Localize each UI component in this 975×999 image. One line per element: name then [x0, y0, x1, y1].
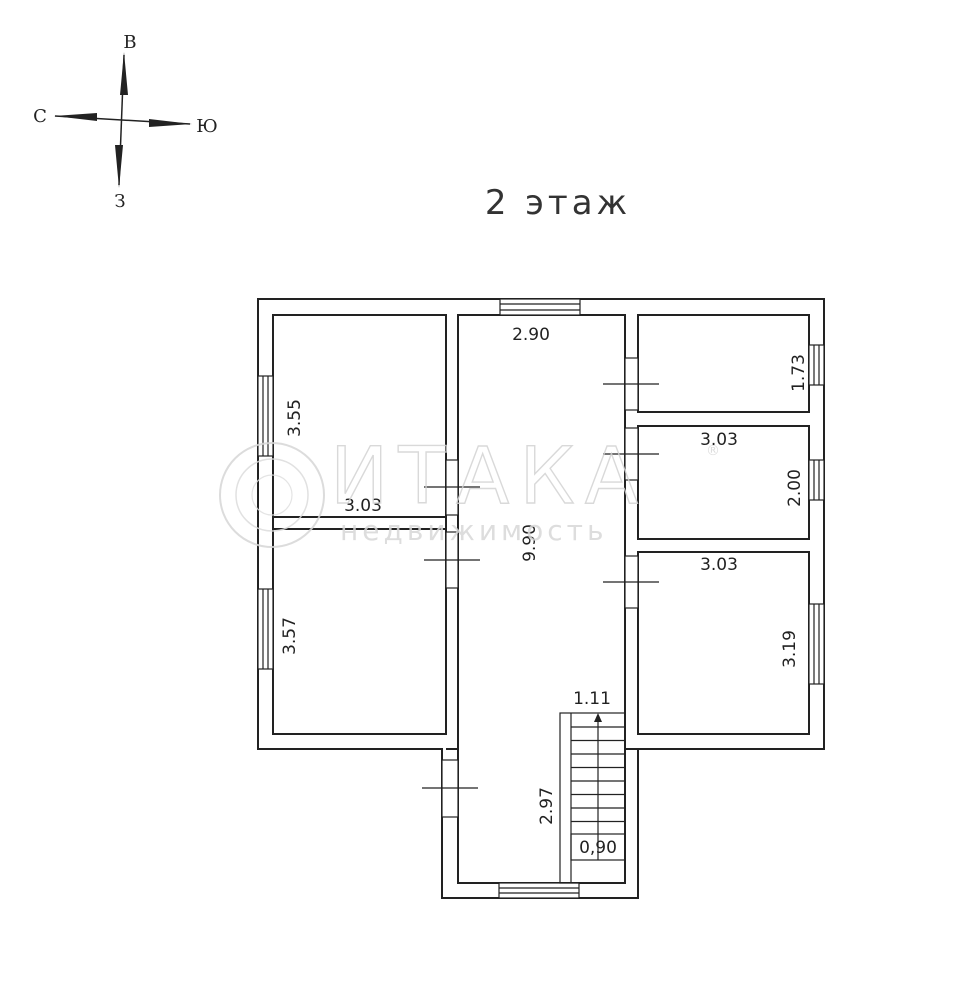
- watermark-sub: недвижимость: [340, 514, 607, 547]
- dim-room-e-width: 3.03: [700, 430, 738, 450]
- dim-room-sw-length: 3.57: [280, 617, 300, 655]
- dimension-labels: 2.90 3.55 3.03 3.57 9.90 1.73 3.03 2.00 …: [280, 325, 809, 858]
- dim-room-se-length: 3.19: [780, 630, 800, 668]
- watermark-logo-icon: [219, 442, 325, 548]
- window-west-1: [257, 375, 274, 457]
- compass-rose: В С Ю З: [33, 32, 218, 212]
- window-west-2: [257, 588, 274, 670]
- dim-room-ne-length: 1.73: [789, 354, 809, 392]
- watermark-registered: ®: [706, 443, 720, 459]
- dim-hall-length: 9.90: [520, 524, 540, 562]
- west-arrow-icon: [54, 113, 97, 121]
- dim-stair-landing: 0,90: [579, 838, 617, 858]
- watermark-brand: ИТАКА: [330, 432, 648, 522]
- windows: [257, 298, 825, 899]
- north-arrow-icon: [120, 52, 128, 95]
- compass-east-label: Ю: [196, 116, 217, 137]
- stair-direction-arrow-icon: [594, 713, 602, 722]
- staircase: [559, 712, 626, 884]
- interior-walls: [273, 516, 638, 750]
- dim-room-se-width: 3.03: [700, 555, 738, 575]
- compass-north-label: В: [123, 32, 136, 53]
- doors: [422, 357, 659, 818]
- window-east-3: [808, 603, 825, 685]
- dim-top-hall-width: 2.90: [512, 325, 550, 345]
- east-arrow-icon: [149, 119, 192, 127]
- south-arrow-icon: [115, 145, 123, 188]
- window-south: [498, 882, 580, 899]
- dim-room-e-length: 2.00: [785, 469, 805, 507]
- window-east-1: [808, 344, 825, 386]
- dim-room-nw-width: 3.03: [344, 496, 382, 516]
- window-north: [499, 298, 581, 316]
- floor-title: 2 этаж: [485, 183, 631, 223]
- dim-stair-length: 2.97: [537, 787, 557, 825]
- window-east-2: [808, 459, 825, 501]
- watermark: ИТАКА ® недвижимость: [219, 431, 720, 548]
- compass-south-label: З: [114, 191, 125, 212]
- dim-stair-width: 1.11: [573, 689, 611, 709]
- dim-room-nw-length: 3.55: [285, 399, 305, 437]
- compass-west-label: С: [33, 106, 47, 127]
